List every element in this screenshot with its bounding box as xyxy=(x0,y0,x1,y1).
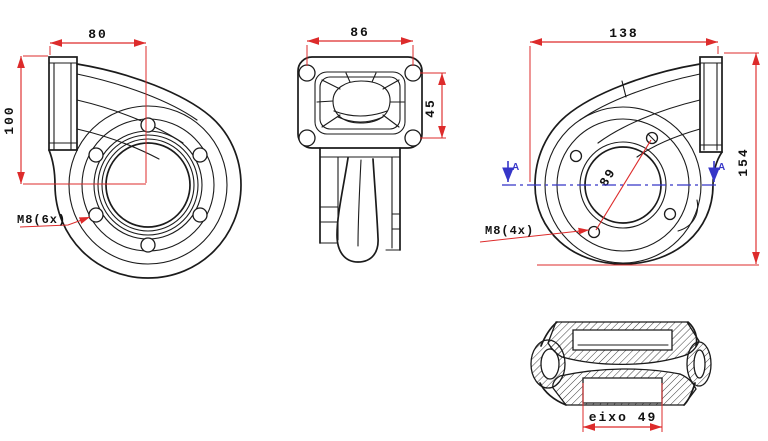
dim-86-extension-lines xyxy=(306,45,414,66)
bolt-hole xyxy=(192,207,208,223)
section-lower-wall xyxy=(552,368,697,406)
dim-eixo-49: eixo 49 xyxy=(582,383,663,432)
inlet-flange-outline xyxy=(48,56,78,151)
port-bottom-arcs xyxy=(333,110,388,123)
inlet-flange-view: 86 45 xyxy=(297,25,446,263)
volute-flow-line xyxy=(636,128,701,158)
dim-100-label: 100 xyxy=(2,105,17,134)
bolt-hole xyxy=(140,237,156,253)
dim-86-label: 86 xyxy=(350,25,370,40)
flange-bolt-hole xyxy=(298,129,316,147)
section-right-volute-wall xyxy=(686,341,712,387)
dim-89-label: 89 xyxy=(597,165,620,190)
dim-89-line xyxy=(595,139,652,231)
body-bottom-ledges xyxy=(319,242,401,251)
port-rim-inner xyxy=(319,76,401,130)
m8-4x-label: M8(4x) xyxy=(485,224,534,238)
dim-154-extension-lines xyxy=(537,52,759,266)
m8-4x-leader-line xyxy=(479,227,590,243)
dim-86: 86 xyxy=(306,25,414,66)
body-tongue xyxy=(336,157,379,263)
inlet-flange-inner-lines xyxy=(53,62,72,151)
body-outer-walls xyxy=(319,147,401,251)
mount-flange-circle xyxy=(68,105,228,265)
dim-45-label: 45 xyxy=(423,98,438,118)
flange-outline xyxy=(297,56,423,149)
m8-6x-label: M8(6x) xyxy=(17,213,66,227)
volute-outline xyxy=(534,63,723,265)
section-cut-markers: A A xyxy=(502,161,725,186)
bolt-hole xyxy=(663,207,677,221)
dim-eixo-extension-lines xyxy=(582,383,663,432)
volute-flow-line xyxy=(76,73,198,121)
flange-bolt-hole xyxy=(404,129,422,147)
ring-circle xyxy=(97,134,199,236)
bore-circle xyxy=(105,142,191,228)
dim-100: 100 xyxy=(2,55,146,185)
dim-138: 138 xyxy=(529,26,719,182)
section-marker-a-left: A xyxy=(512,162,519,173)
volute-flow-line xyxy=(597,99,701,144)
bolt-hole xyxy=(140,117,156,133)
dim-138-extension-lines xyxy=(529,46,719,182)
section-upper-wall xyxy=(547,321,700,366)
dim-45: 45 xyxy=(420,72,446,139)
callout-m8-4x: M8(4x) xyxy=(479,224,590,243)
boss-arc xyxy=(677,199,699,232)
flange-bolt-hole xyxy=(298,64,316,82)
bolt-hole xyxy=(587,225,601,239)
body-tongue-crease xyxy=(357,159,362,247)
volute-outline xyxy=(48,63,242,279)
body-bands xyxy=(319,206,401,230)
bolt-hole xyxy=(88,207,104,223)
dim-eixo-label: eixo 49 xyxy=(589,410,658,425)
dim-80: 80 xyxy=(49,27,147,183)
volute-seam-line xyxy=(621,80,627,98)
screw-slot-line xyxy=(647,133,657,143)
flange-face xyxy=(297,56,423,149)
left-housing-outline xyxy=(48,56,242,279)
flange-bolt-hole xyxy=(404,64,422,82)
outlet-flange-outline xyxy=(699,56,723,153)
outlet-flange-inner-lines xyxy=(703,62,718,151)
flange-body-below xyxy=(319,147,401,263)
callout-m8-6x: M8(6x) xyxy=(17,213,91,228)
volute-flow-line xyxy=(76,128,160,160)
left-side-view: 80 100 M8(6x) xyxy=(2,27,242,279)
port-opening xyxy=(332,80,391,124)
bolt-hole xyxy=(569,149,583,163)
right-side-view: 138 154 89 M8(4x) A A xyxy=(479,26,760,266)
port-rim-outer xyxy=(314,71,406,135)
ring-circle xyxy=(101,138,195,232)
dim-154: 154 xyxy=(537,52,760,266)
bolt-hole xyxy=(88,147,104,163)
section-silhouette-links xyxy=(539,321,698,406)
section-view: eixo 49 xyxy=(530,321,712,432)
dim-80-label: 80 xyxy=(88,27,108,42)
port-ribs xyxy=(316,72,405,128)
bolt-hole xyxy=(192,147,208,163)
dim-80-extension-lines xyxy=(49,46,147,183)
ring-circle xyxy=(93,130,203,240)
volute-flow-line xyxy=(579,73,701,121)
m8-6x-leader-line xyxy=(19,216,91,228)
dim-100-extension-lines xyxy=(23,55,146,185)
section-marker-a-right: A xyxy=(718,162,725,173)
dim-138-label: 138 xyxy=(609,26,638,41)
section-left-volute-wall xyxy=(530,339,566,389)
dim-154-label: 154 xyxy=(736,147,751,176)
